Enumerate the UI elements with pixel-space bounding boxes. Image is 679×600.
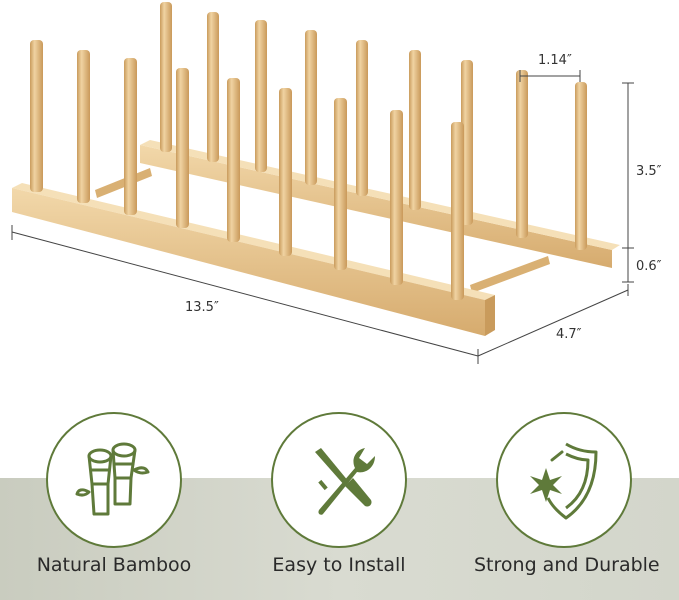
shield-icon: [530, 442, 598, 520]
feature-natural-bamboo: Natural Bamboo: [24, 412, 204, 576]
feature-label: Natural Bamboo: [36, 554, 192, 576]
length-label: 13.5″: [185, 300, 219, 315]
feature-strong-durable: Strong and Durable: [474, 412, 660, 576]
tools-icon: [315, 448, 375, 515]
dimension-lines: [11, 70, 634, 364]
base-height-label: 0.6″: [636, 259, 662, 274]
back-pegs: [160, 2, 587, 250]
feature-easy-install: Easy to Install: [249, 412, 429, 576]
peg-spacing-label: 1.14″: [538, 53, 572, 68]
front-pegs: [30, 40, 464, 300]
dish-rack-diagram: 13.5″ 4.7″ 3.5″ 0.6″ 1.14″: [11, 2, 662, 364]
cross-bars: [95, 168, 550, 293]
feature-circle: [271, 412, 407, 548]
peg-height-label: 3.5″: [636, 164, 662, 179]
depth-label: 4.7″: [556, 327, 582, 342]
feature-label: Strong and Durable: [474, 554, 660, 576]
feature-circle: [46, 412, 182, 548]
feature-label: Easy to Install: [272, 554, 406, 576]
bamboo-icon: [75, 442, 150, 516]
feature-circle: [496, 412, 632, 548]
